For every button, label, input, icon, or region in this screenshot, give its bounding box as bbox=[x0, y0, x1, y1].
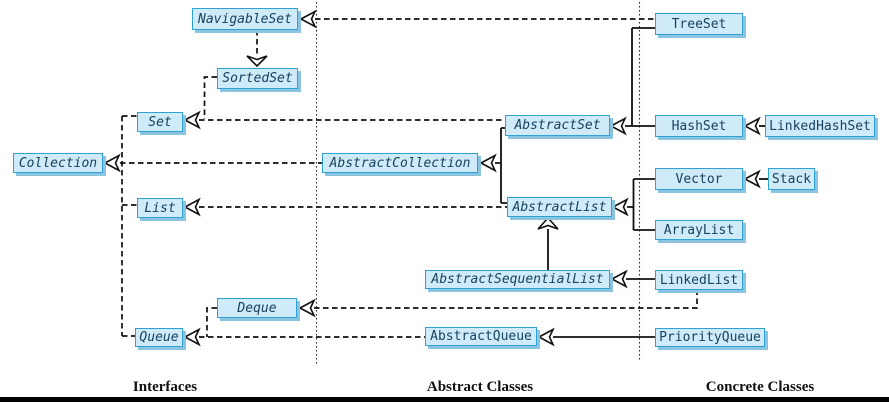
node-tree-set: TreeSet bbox=[655, 13, 743, 35]
node-collection: Collection bbox=[13, 153, 103, 173]
edge-treeset-hashset-to-abstractset bbox=[625, 27, 655, 127]
node-hash-set: HashSet bbox=[655, 115, 743, 137]
arrowhead-navigableset bbox=[299, 9, 317, 29]
node-linked-hash-set: LinkedHashSet bbox=[765, 115, 875, 137]
arrowhead-list bbox=[183, 197, 201, 217]
node-abstract-collection: AbstractCollection bbox=[322, 153, 478, 173]
edge-interface-trunk bbox=[121, 115, 137, 337]
node-linked-list: LinkedList bbox=[655, 270, 743, 290]
node-list: List bbox=[137, 198, 183, 218]
arrowhead-abstractqueue bbox=[537, 327, 555, 347]
arrowhead-abstractlist-up bbox=[537, 216, 559, 230]
arrowhead-hashset bbox=[743, 116, 761, 136]
arrowhead-abstractlist bbox=[611, 197, 629, 217]
edge-vector-arraylist-to-abstractlist bbox=[627, 178, 655, 231]
node-abstract-sequential-list: AbstractSequentialList bbox=[425, 270, 610, 289]
column-label-concrete-classes: Concrete Classes bbox=[705, 379, 815, 395]
node-vector: Vector bbox=[655, 168, 743, 190]
node-deque: Deque bbox=[217, 298, 297, 318]
edge-abstracts-to-abstractcollection bbox=[495, 127, 507, 204]
node-array-list: ArrayList bbox=[655, 220, 743, 240]
edge-deque-queue bbox=[206, 307, 217, 337]
arrowhead-collection bbox=[103, 153, 121, 173]
node-set: Set bbox=[137, 112, 183, 132]
edge-sortedset-set bbox=[203, 76, 217, 119]
node-abstract-list: AbstractList bbox=[507, 197, 612, 217]
column-label-abstract-classes: Abstract Classes bbox=[426, 379, 534, 395]
node-queue: Queue bbox=[135, 328, 183, 347]
node-sorted-set: SortedSet bbox=[217, 68, 298, 89]
node-navigable-set: NavigableSet bbox=[192, 8, 298, 30]
arrowhead-sortedset-down bbox=[246, 55, 268, 68]
arrowhead-set bbox=[183, 110, 201, 130]
node-priority-queue: PriorityQueue bbox=[655, 328, 765, 347]
edge-linkedlist-deque bbox=[314, 290, 698, 309]
arrowhead-queue bbox=[183, 327, 201, 347]
node-abstract-set: AbstractSet bbox=[505, 115, 610, 136]
bottom-rule bbox=[0, 397, 889, 402]
node-abstract-queue: AbstractQueue bbox=[425, 327, 537, 346]
arrowhead-asl bbox=[610, 269, 628, 289]
arrowhead-abstractcollection bbox=[479, 153, 497, 173]
node-stack: Stack bbox=[768, 168, 815, 190]
arrowhead-vector bbox=[743, 169, 761, 189]
column-label-interfaces: Interfaces bbox=[132, 379, 198, 395]
arrowhead-abstractset bbox=[609, 116, 627, 136]
arrowhead-deque bbox=[298, 298, 316, 318]
